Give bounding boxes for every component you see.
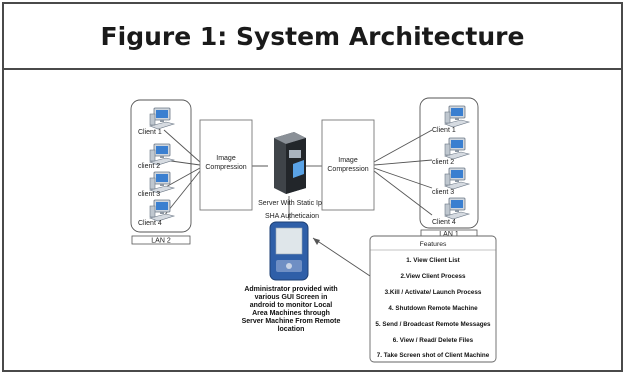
compression-right-line2: Compression [327,166,368,173]
arrow-head-pda [313,238,320,245]
feature-item-3: 3.Kill / Activate/ Launch Process [385,289,482,296]
server-icon [274,132,306,194]
figure-frame: Figure 1: System Architecture [2,2,623,372]
admin-text-line4: Area Machines through [252,310,330,317]
lan1-client2-label: client 2 [432,159,454,166]
lan2-label: LAN 2 [151,238,171,245]
line-lan1-client1 [373,129,433,163]
feature-item-4: 4. Shutdown Remote Machine [388,305,478,312]
figure-title-bar: Figure 1: System Architecture [4,4,621,70]
lan1-client4-label: Client 4 [432,219,456,226]
pda-screen [275,227,303,255]
lan2-client4-label: Client 4 [138,220,162,227]
lan2-client1-icon [149,107,175,130]
line-lan1-client4 [373,170,433,216]
lan2-client2-label: client 2 [138,163,160,170]
lan1-client1-icon [444,105,470,128]
lan2-client1-label: Client 1 [138,129,162,136]
connection-lines [163,129,433,277]
compression-right-box [321,119,375,211]
compression-right-line1: Image [338,157,358,164]
architecture-diagram: Client 1 client 2 client 3 Client 4 LAN … [130,97,497,363]
features-title: Features [420,241,447,248]
admin-text-line6: location [278,326,305,333]
line-pda-features [312,237,371,277]
admin-text-line3: android to monitor Local [250,302,332,309]
compression-left-line2: Compression [205,164,246,171]
lan2-client3-icon [149,171,175,194]
lan2-group: Client 1 client 2 client 3 Client 4 LAN … [130,99,192,245]
line-lan1-client3 [373,167,433,189]
feature-item-2: 2.View Client Process [401,273,466,280]
feature-item-7: 7. Take Screen shot of Client Machine [377,352,490,359]
features-box: Features 1. View Client List 2.View Clie… [369,235,497,363]
compression-right-group: Image Compression [321,119,375,211]
sha-label: SHA Autheticaion [265,213,319,220]
lan2-client4-icon [149,199,175,222]
lan1-group: Client 1 client 2 client 3 Client 4 LAN … [419,97,479,238]
admin-text-line1: Administrator provided with [244,286,337,293]
lan2-client2-icon [149,143,175,166]
lan2-label-box [131,235,191,245]
server-label: Server With Static Ip [258,200,322,207]
server-drive-bay [289,150,301,158]
server-group: Server With Static Ip [258,132,322,207]
compression-left-line1: Image [216,155,236,162]
lan1-client2-icon [444,137,470,160]
features-container [369,235,497,363]
pda-nav-button [286,263,292,269]
feature-item-6: 6. View / Read/ Delete Files [393,337,474,344]
compression-left-box [199,119,253,211]
server-screen-icon [293,160,304,178]
figure-title: Figure 1: System Architecture [100,21,525,51]
pda-icon [269,221,309,281]
compression-left-group: Image Compression [199,119,253,211]
line-lan1-client2 [373,159,433,166]
admin-text-line2: various GUI Screen in [255,294,328,301]
feature-item-5: 5. Send / Broadcast Remote Messages [375,321,491,328]
lan1-client1-label: Client 1 [432,127,456,134]
lan2-client3-label: client 3 [138,191,160,198]
feature-item-1: 1. View Client List [406,257,460,264]
lan1-container [419,97,479,229]
admin-description: Administrator provided with various GUI … [242,286,341,333]
lan2-container [130,99,192,233]
line-lan2-client1 [163,129,201,163]
lan1-client4-icon [444,197,470,220]
admin-text-line5: Server Machine From Remote [242,318,341,325]
lan1-client3-icon [444,167,470,190]
line-lan2-client3 [163,167,201,189]
lan1-label: LAN 1 [439,231,459,238]
lan1-client3-label: client 3 [432,189,454,196]
